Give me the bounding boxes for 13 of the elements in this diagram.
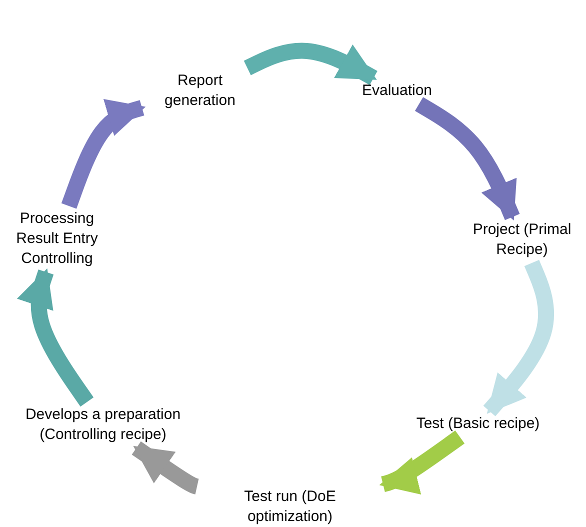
step-label: Project (Primal Recipe) bbox=[449, 217, 586, 263]
step-label: Processing Result Entry Controlling bbox=[0, 206, 115, 272]
cycle-arrow bbox=[414, 97, 520, 221]
step-label: Test run (DoE optimization) bbox=[197, 484, 383, 527]
step-label: Evaluation bbox=[339, 78, 455, 104]
cycle-arrow bbox=[483, 260, 554, 416]
step-label: Test (Basic recipe) bbox=[410, 411, 546, 437]
cycle-arrow bbox=[61, 99, 146, 209]
cycle-arrow bbox=[244, 42, 378, 85]
step-label: Report generation bbox=[142, 68, 258, 114]
step-label: Develops a preparation (Controlling recipe) bbox=[0, 402, 206, 448]
cycle-arrow bbox=[378, 430, 465, 495]
cycle-arrow bbox=[16, 268, 94, 407]
